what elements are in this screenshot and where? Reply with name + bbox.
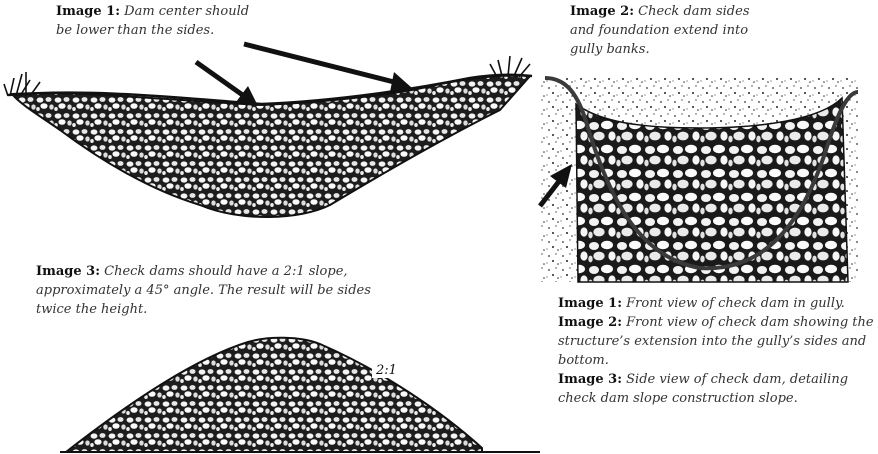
- figure-legend: Image 1: Front view of check dam in gull…: [558, 294, 876, 408]
- image1-caption: Image 1: Dam center should be lower than…: [56, 2, 256, 40]
- image3-caption: Image 3: Check dams should have a 2:1 sl…: [36, 262, 381, 319]
- legend-item: Image 1: Front view of check dam in gull…: [558, 294, 876, 313]
- image1-front-view-dam: [4, 44, 532, 217]
- image3-caption-label: Image 3:: [36, 264, 100, 279]
- legend-item: Image 3: Side view of check dam, detaili…: [558, 370, 876, 408]
- legend-item: Image 2: Front view of check dam showing…: [558, 313, 876, 370]
- image2-caption-label: Image 2:: [570, 4, 634, 19]
- image3-dam-body: [66, 338, 482, 452]
- image1-dam-body: [12, 75, 530, 217]
- image1-caption-label: Image 1:: [56, 4, 120, 19]
- image2-gully-section: [540, 76, 858, 282]
- slope-label: 2:1: [375, 363, 397, 378]
- legend-item-text: Front view of check dam in gully.: [626, 296, 845, 311]
- legend-item-label: Image 3:: [558, 372, 622, 387]
- legend-item-label: Image 2:: [558, 315, 622, 330]
- image2-caption: Image 2: Check dam sides and foundation …: [570, 2, 770, 59]
- image3-side-view-dam: 2:1: [60, 338, 540, 452]
- legend-item-label: Image 1:: [558, 296, 622, 311]
- image1-arrow-to-side: [244, 44, 412, 92]
